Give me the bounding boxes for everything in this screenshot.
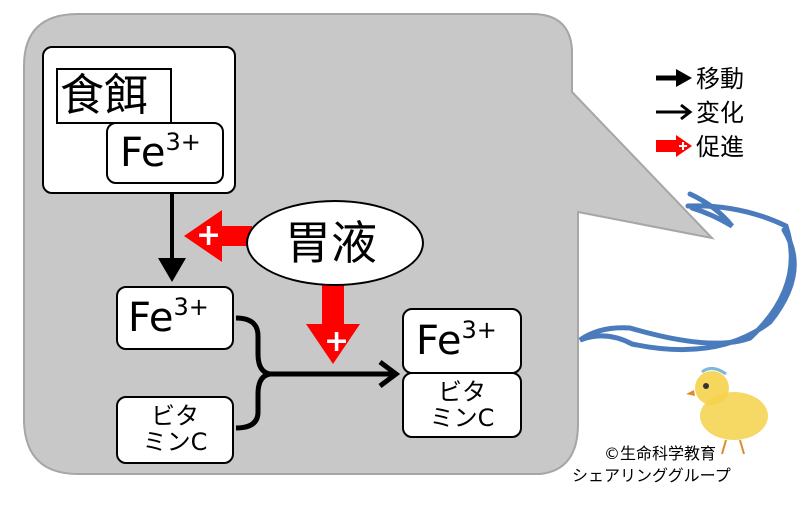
fe-food-label: Fe3+ bbox=[120, 130, 201, 176]
vitc-complex-line2: ミンC bbox=[429, 404, 495, 432]
promote-arrow-down-shaft bbox=[322, 284, 344, 326]
stomach-top bbox=[687, 191, 734, 229]
fe-free-label: Fe3+ bbox=[128, 295, 209, 341]
vitc-complex-line1: ビタ bbox=[438, 378, 486, 406]
fe-complex-charge: 3+ bbox=[461, 316, 497, 344]
fe-food-box bbox=[106, 122, 224, 184]
fe-complex-label: Fe3+ bbox=[416, 318, 497, 364]
fe-complex-base: Fe bbox=[416, 318, 462, 364]
vitc-complex-box bbox=[402, 372, 522, 438]
legend-label-promote: 促進 bbox=[696, 133, 744, 161]
legend-label-change: 変化 bbox=[696, 99, 744, 127]
stomach-outline bbox=[578, 203, 797, 353]
change-arrow-head bbox=[378, 360, 401, 388]
promote-plus-down: + bbox=[324, 324, 350, 359]
thin-arrow-icon bbox=[656, 103, 693, 121]
fe-food-base: Fe bbox=[120, 130, 166, 176]
vitc-free-line1: ビタ bbox=[151, 402, 199, 430]
red-arrow-icon bbox=[656, 135, 692, 157]
vitc-free-box bbox=[116, 396, 234, 464]
food-label: 食餌 bbox=[60, 70, 148, 121]
credit-line2: シェアリンググループ bbox=[572, 466, 731, 485]
credit-line1: ©生命科学教育 bbox=[604, 444, 717, 463]
vitc-free-label: ビタ ミンC bbox=[116, 403, 234, 455]
promote-arrow-left-shaft bbox=[218, 226, 252, 246]
legend-label-move: 移動 bbox=[696, 65, 744, 93]
gastric-juice-ellipse bbox=[246, 200, 424, 286]
gastric-juice-label: 胃液 bbox=[285, 216, 377, 270]
promote-arrow-down-head bbox=[306, 324, 360, 364]
chick-illustration bbox=[686, 367, 768, 455]
promote-arrow-left-head bbox=[184, 210, 222, 262]
fe-food-charge: 3+ bbox=[165, 128, 201, 156]
fe-free-charge: 3+ bbox=[173, 293, 209, 321]
thick-arrow-icon bbox=[656, 69, 692, 87]
vitc-complex-label: ビタ ミンC bbox=[402, 379, 522, 431]
move-arrow-head bbox=[158, 258, 186, 282]
vitc-free-line2: ミンC bbox=[142, 428, 208, 456]
fe-complex-box bbox=[402, 308, 522, 374]
fe-free-box bbox=[116, 286, 234, 350]
promote-plus-left: + bbox=[196, 218, 222, 253]
fe-free-base: Fe bbox=[128, 295, 174, 341]
